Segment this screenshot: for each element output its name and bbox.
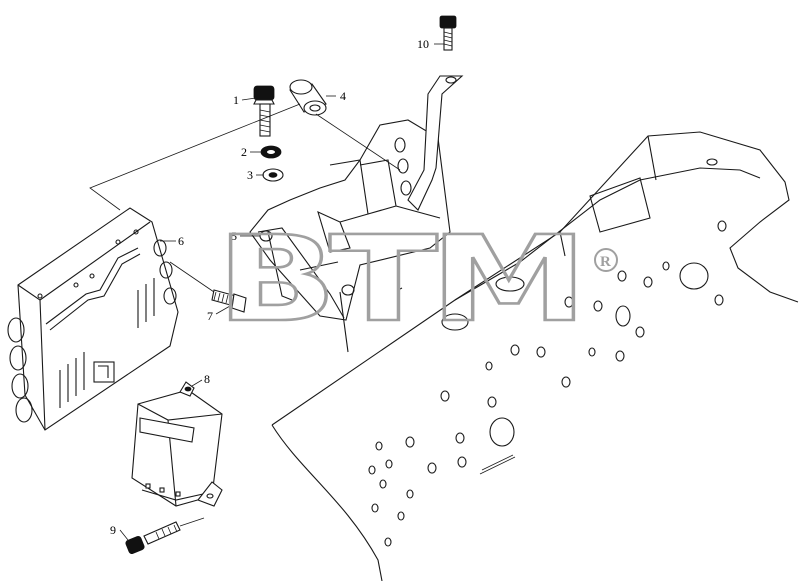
svg-text:R: R (600, 254, 611, 270)
callout-2: 2 (241, 145, 247, 159)
callout-1: 1 (233, 93, 239, 107)
assembly-leader (89, 103, 301, 211)
callout-3: 3 (247, 168, 253, 182)
electronic-module (131, 381, 223, 507)
bolt-1 (253, 85, 275, 137)
callout-4: 4 (340, 89, 346, 103)
callout-6: 6 (178, 234, 184, 248)
callout-labels: 1 2 3 4 5 6 7 8 9 10 (110, 37, 429, 537)
washer-3 (262, 168, 284, 182)
callout-8: 8 (204, 372, 210, 386)
strap-bracket (407, 75, 464, 211)
callout-10: 10 (417, 37, 429, 51)
bolt-7 (169, 261, 247, 313)
bolt-9 (125, 517, 205, 554)
callout-9: 9 (110, 523, 116, 537)
callout-leaders (119, 43, 444, 541)
spacer-4 (289, 79, 327, 116)
callout-5: 5 (231, 229, 237, 243)
bolt-10 (439, 15, 457, 51)
washer-2 (260, 145, 282, 159)
watermark-logo: BTM R (215, 209, 618, 349)
callout-7: 7 (207, 309, 213, 323)
frame-holes (368, 158, 727, 547)
control-unit-plate (7, 207, 179, 431)
frame-rail (271, 131, 799, 581)
watermark-text: BTM (216, 210, 580, 348)
